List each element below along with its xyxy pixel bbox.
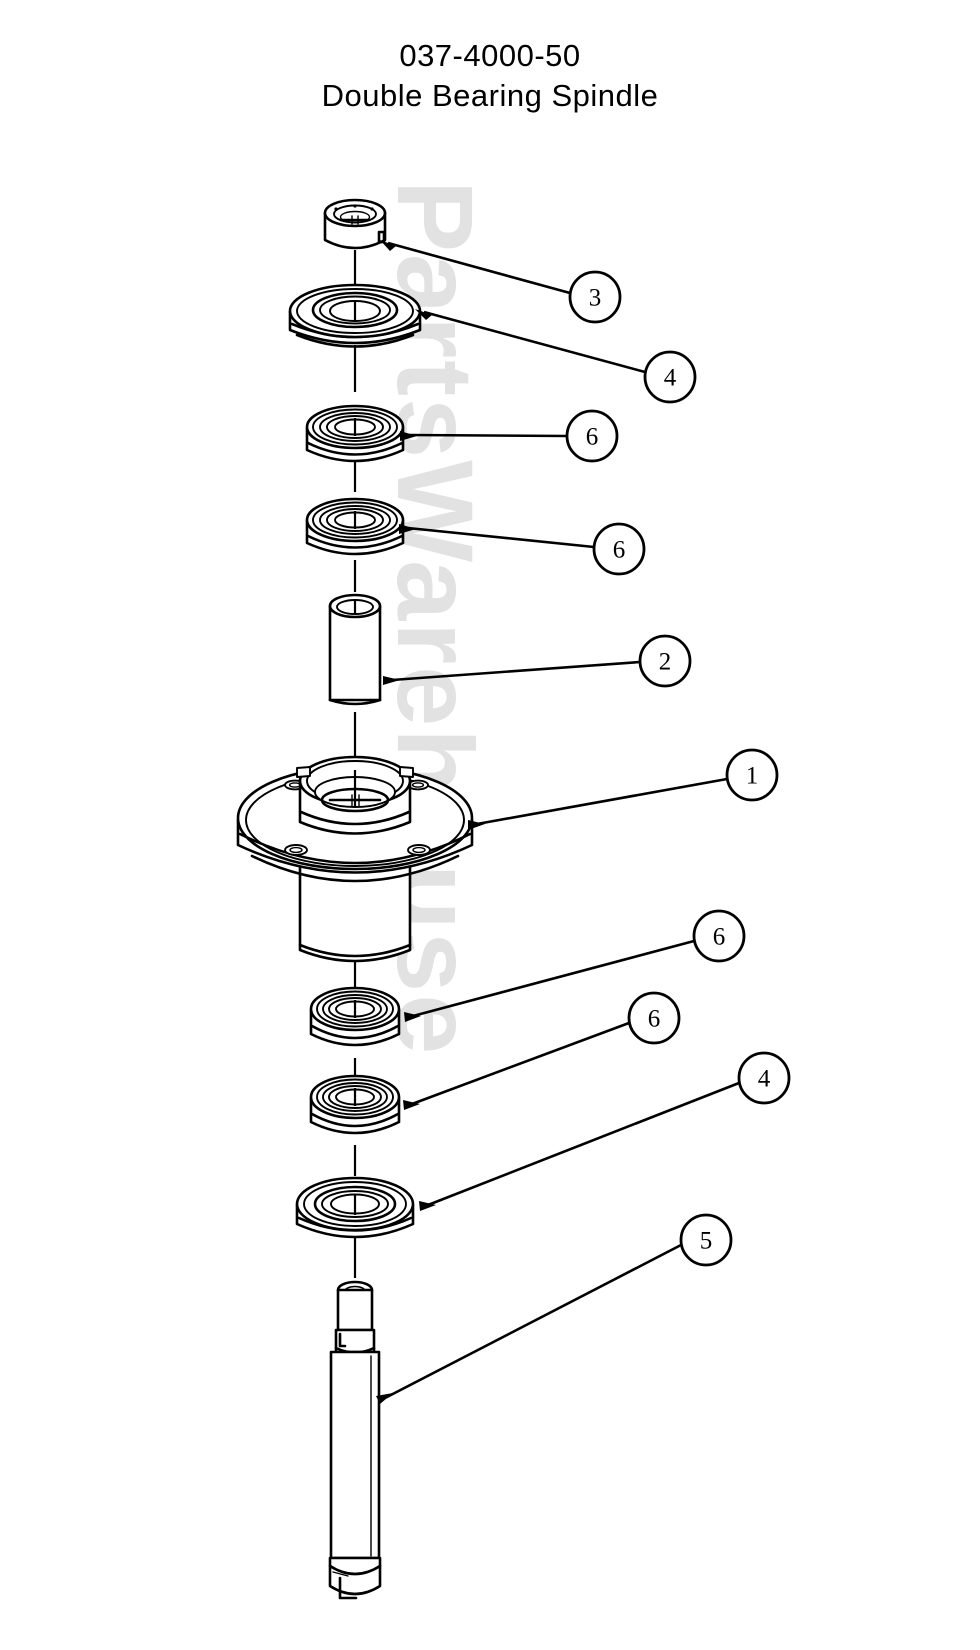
- callout-4-bottom[interactable]: 4: [419, 1051, 791, 1211]
- callout-bubble-6-upper-2[interactable]: [592, 522, 646, 576]
- part-bearing-spacer-tube: [328, 593, 382, 706]
- callout-label-4-top: 4: [664, 365, 677, 392]
- callout-bubble-6-lower-1[interactable]: [692, 909, 746, 963]
- callout-bubble-4-bottom[interactable]: [737, 1051, 791, 1105]
- callout-label-3: 3: [589, 285, 602, 312]
- callout-label-1: 1: [746, 763, 759, 790]
- callout-1[interactable]: 1: [468, 748, 779, 830]
- callout-6-upper-1[interactable]: 6: [400, 409, 619, 463]
- leader-arrow-6-lower-2: [403, 1100, 420, 1110]
- part-bottom-pulley-washer: [295, 1176, 415, 1239]
- callout-label-5: 5: [700, 1228, 713, 1255]
- callout-bubble-4-top[interactable]: [643, 350, 697, 404]
- leader-arrow-5: [376, 1393, 393, 1404]
- part-bearing-lower-1: [309, 986, 401, 1047]
- part-top-pulley-washer: [288, 283, 422, 348]
- callout-6-upper-2[interactable]: 6: [399, 522, 646, 576]
- leader-arrow-1: [468, 820, 485, 830]
- callout-bubble-5[interactable]: [679, 1213, 733, 1267]
- part-bearing-lower-2: [309, 1074, 401, 1135]
- callout-bubble-3[interactable]: [568, 270, 622, 324]
- callout-label-6-upper-2: 6: [613, 537, 626, 564]
- leader-arrow-6-upper-1: [400, 431, 417, 441]
- leader-arrow-4-top: [415, 309, 432, 320]
- callout-6-lower-1[interactable]: 6: [404, 909, 746, 1022]
- callout-bubble-2[interactable]: [638, 634, 692, 688]
- leader-arrow-2: [383, 676, 400, 685]
- leader-arrow-3: [380, 240, 396, 251]
- callout-label-2: 2: [659, 649, 672, 676]
- part-bearing-upper-1: [305, 404, 405, 463]
- callout-label-6-lower-1: 6: [713, 924, 726, 951]
- callout-4-top[interactable]: 4: [415, 309, 697, 404]
- callout-2[interactable]: 2: [383, 634, 692, 688]
- callout-label-6-lower-2: 6: [648, 1006, 661, 1033]
- callout-6-lower-2[interactable]: 6: [403, 991, 681, 1110]
- part-lock-nut: [323, 198, 387, 250]
- leader-arrow-4-bottom: [419, 1201, 436, 1211]
- leader-arrow-6-lower-1: [404, 1012, 421, 1022]
- part-spindle-housing: [236, 755, 474, 963]
- callout-5[interactable]: 5: [376, 1213, 733, 1404]
- leader-arrow-6-upper-2: [399, 524, 416, 534]
- callout-bubble-6-upper-1[interactable]: [565, 409, 619, 463]
- part-spindle-shaft: [328, 1280, 382, 1600]
- callout-bubble-6-lower-2[interactable]: [627, 991, 681, 1045]
- callout-bubble-1[interactable]: [725, 748, 779, 802]
- part-bearing-upper-2: [305, 497, 405, 556]
- callout-label-4-bottom: 4: [758, 1066, 771, 1093]
- callout-label-6-upper-1: 6: [586, 424, 599, 451]
- callout-3[interactable]: 3: [380, 240, 622, 324]
